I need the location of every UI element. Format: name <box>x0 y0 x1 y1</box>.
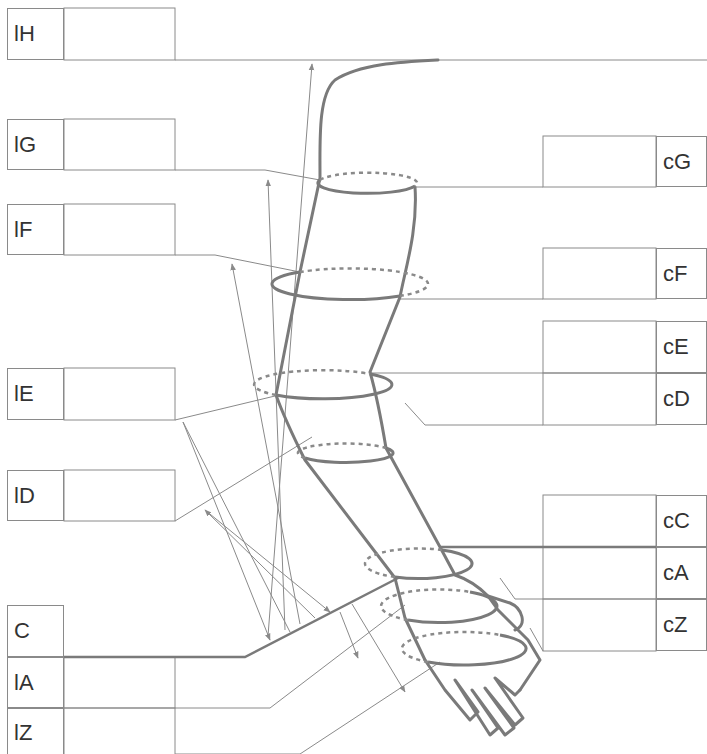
label-cell: cG <box>656 136 707 187</box>
dimension-code: cG <box>657 149 697 175</box>
dimension-code: lH <box>8 21 41 47</box>
label-cell: lG <box>7 119 64 170</box>
dimension-code: lD <box>8 483 41 509</box>
label-cell: lF <box>7 204 64 255</box>
label-cell: lE <box>7 368 64 420</box>
dimension-code: lE <box>8 381 40 407</box>
label-cell: cF <box>656 248 707 299</box>
dimension-code: lG <box>8 132 42 158</box>
dimension-code: cC <box>657 508 696 534</box>
label-cell: cA <box>656 547 707 599</box>
label-cell: cE <box>656 321 707 373</box>
label-cell: lZ <box>7 708 64 754</box>
dimension-code: C <box>8 618 36 644</box>
label-cell: lD <box>7 470 64 521</box>
label-cell: lA <box>7 657 64 708</box>
dimension-code: cD <box>657 386 696 412</box>
label-cell: cZ <box>656 599 707 651</box>
label-cell: lH <box>7 8 64 60</box>
dimension-code: cA <box>657 560 695 586</box>
dimension-code: cE <box>657 334 695 360</box>
label-cell: cD <box>656 373 707 425</box>
dimension-code: lA <box>8 670 40 696</box>
dimension-code: lF <box>8 217 38 243</box>
dimension-code: cF <box>657 261 693 287</box>
dimension-code: cZ <box>657 612 693 638</box>
label-cell: C <box>7 605 64 657</box>
label-cell: cC <box>656 495 707 547</box>
dimension-code: lZ <box>8 720 38 746</box>
